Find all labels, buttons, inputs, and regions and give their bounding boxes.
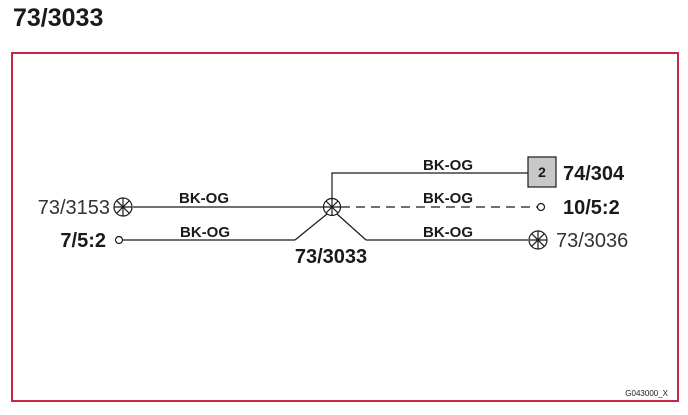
connector-label-right-top: 74/304 — [563, 163, 625, 185]
reference-code: G043000_X — [625, 389, 668, 398]
connector-label-left-lower: 7/5:2 — [60, 230, 106, 252]
wire-label-right-top: BK-OG — [423, 157, 473, 174]
connector-label-left-upper: 73/3153 — [38, 197, 110, 219]
connector-label-center: 73/3033 — [295, 246, 367, 268]
wire-right-lower-diagonal — [336, 213, 367, 241]
pin-icon-left — [114, 235, 124, 245]
ground-terminal-icon-right — [528, 230, 548, 250]
wire-label-right-lower: BK-OG — [423, 224, 473, 241]
diagram-frame — [11, 52, 679, 402]
connector-label-right-middle: 10/5:2 — [563, 197, 620, 219]
splice-icon — [322, 197, 342, 217]
component-box-label: 2 — [538, 164, 546, 180]
connector-label-right-lower: 73/3036 — [556, 230, 628, 252]
wire-label-right-middle: BK-OG — [423, 190, 473, 207]
wire-right-top — [331, 172, 528, 198]
wire-left-lower-diagonal — [294, 213, 328, 241]
page-title: 73/3033 — [13, 4, 104, 32]
wire-label-left-upper: BK-OG — [179, 190, 229, 207]
wire-label-left-lower: BK-OG — [180, 224, 230, 241]
pin-icon-right — [536, 202, 546, 212]
ground-terminal-icon-left — [113, 197, 133, 217]
component-box — [527, 156, 557, 188]
